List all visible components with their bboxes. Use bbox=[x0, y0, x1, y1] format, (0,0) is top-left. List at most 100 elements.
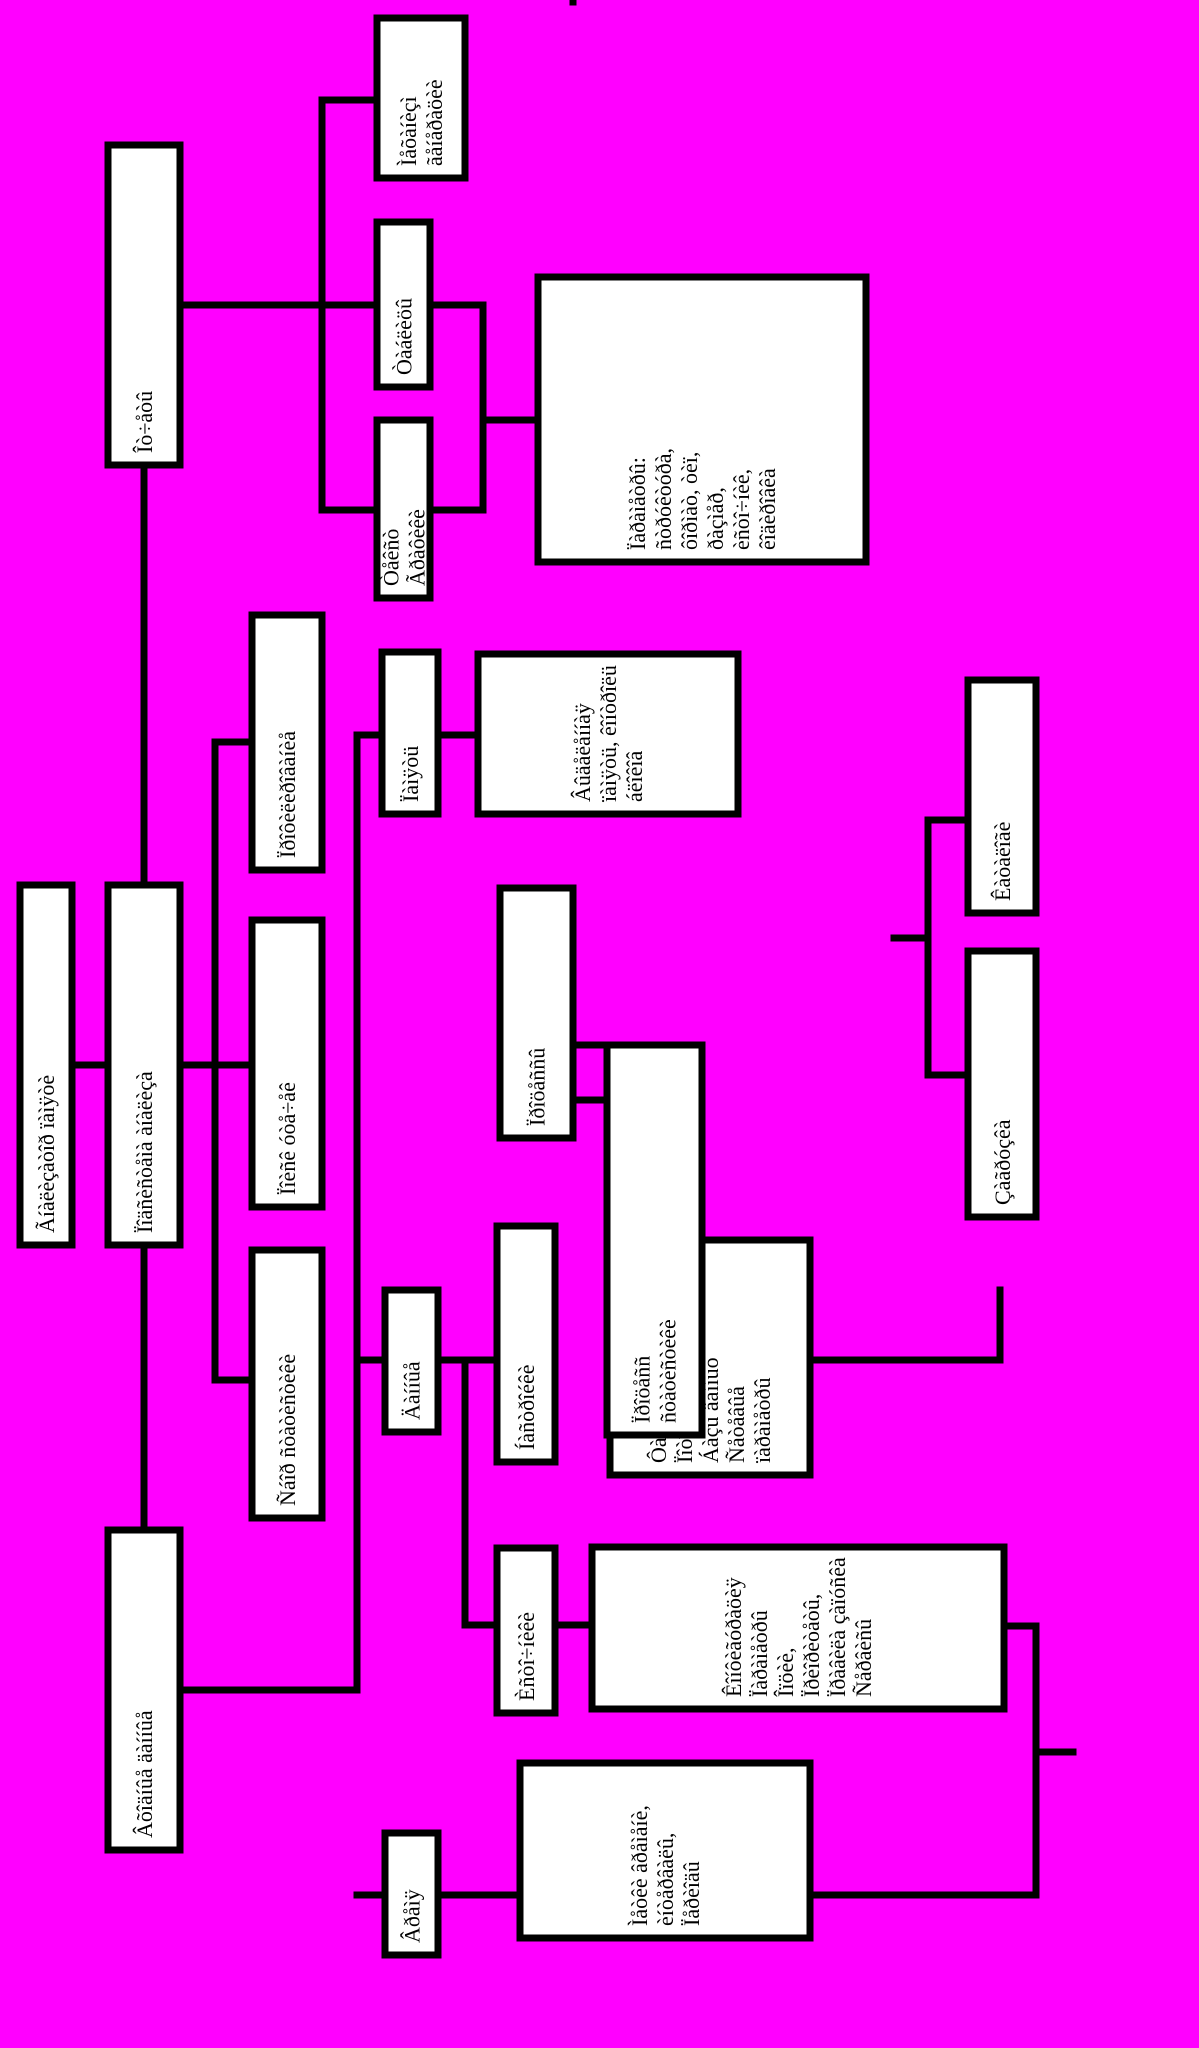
node-label-line: Ñáîð ñòàòèñòèêè bbox=[275, 1354, 300, 1506]
node-box bbox=[248, 611, 326, 874]
node-label-line: Èñòî÷íèêè bbox=[514, 1612, 539, 1701]
node-label-line: Ïðàâèëà çàïóñêà bbox=[825, 1557, 850, 1697]
node-box bbox=[516, 1759, 814, 1942]
node-label: Ïàìÿòü bbox=[398, 746, 423, 802]
node-label: Âõîäíûå äàííûå bbox=[132, 1710, 157, 1838]
node-label-line: Ïðîöåññû bbox=[525, 1048, 550, 1126]
node-label-line: Ïàìÿòü bbox=[398, 746, 423, 802]
node-box bbox=[588, 1543, 1008, 1713]
node-label-line: Äàííûå bbox=[400, 1361, 425, 1420]
node-label-line: Ãíàëèçàòîð ïàìÿòè bbox=[34, 1075, 59, 1233]
node-label-line: ôîðìàò, òèï, bbox=[677, 452, 702, 550]
node-input-proc-a[interactable]: Çàãðóçêà bbox=[964, 947, 1040, 1221]
node-label-line: Íàñòðîéêè bbox=[514, 1365, 539, 1451]
node-input-data[interactable]: Äàííûå bbox=[381, 1286, 442, 1436]
node-input-cfg[interactable]: Íàñòðîéêè bbox=[493, 1222, 559, 1466]
node-label: ÒåêñòÃðàôèêè bbox=[379, 509, 430, 586]
node-input-src[interactable]: Èñòî÷íèêè bbox=[493, 1544, 559, 1717]
node-label-line: Ïàðàìåòðû bbox=[747, 1610, 772, 1697]
node-label-line: áëîêîâ bbox=[622, 750, 647, 802]
node-label-line: êîäèðîâêà bbox=[755, 468, 780, 550]
connector-line-4 bbox=[175, 96, 381, 514]
connector-line-6 bbox=[175, 731, 389, 1899]
node-label-line: Òåêñò bbox=[379, 529, 404, 586]
connector-line-5 bbox=[426, 301, 542, 514]
node-label-line: ïàðàìåòðû bbox=[750, 1377, 775, 1464]
node-label-line: Ïðîöåññ bbox=[630, 1356, 655, 1423]
node-label: Ãíàëèçàòîð ïàìÿòè bbox=[34, 1075, 59, 1233]
node-box bbox=[104, 881, 184, 1249]
node-label: Çàãðóçêà bbox=[990, 1119, 1015, 1205]
node-label: Ìåòêè âðåìåíè,èíòåðâàëû,Ïåðèîäû bbox=[627, 1805, 704, 1926]
node-input-proc-b[interactable]: Êàòàëîãè bbox=[964, 676, 1040, 917]
node-output[interactable]: Îò÷åòû bbox=[104, 141, 184, 469]
node-label: Äàííûå bbox=[400, 1361, 425, 1420]
node-label-line: èíòåðâàëû, bbox=[653, 1833, 678, 1926]
node-box bbox=[104, 1526, 184, 1854]
node-out-detail[interactable]: Ïàðàìåòðû:ñòðóêòóðà,ôîðìàò, òèï,ðàçìåð,è… bbox=[534, 273, 870, 566]
node-label-line: Ãðàôèêè bbox=[405, 509, 430, 586]
node-box bbox=[603, 1041, 706, 1439]
node-label-line: Îïöèè, bbox=[773, 1648, 798, 1697]
connector-lines bbox=[70, 0, 1077, 1899]
node-label: Îò÷åòû bbox=[132, 391, 157, 453]
node-label-line: Ìåòêè âðåìåíè, bbox=[627, 1805, 652, 1926]
node-label: Ñáîð ñòàòèñòèêè bbox=[275, 1354, 300, 1506]
node-label: ÊîíôèãóðàöèÿÏàðàìåòðûÎïöèè,Ïðèîðèòåòû,Ïð… bbox=[721, 1557, 876, 1697]
node-label-line: Êàòàëîãè bbox=[990, 822, 1015, 901]
node-label-line: Ïðèîðèòåòû, bbox=[799, 1594, 824, 1697]
node-input-time-detail[interactable]: Ìåòêè âðåìåíè,èíòåðâàëû,Ïåðèîäû bbox=[516, 1759, 814, 1942]
node-label: Ïîèñê óòå÷åê bbox=[275, 1082, 300, 1195]
node-label-line: Âûäåëåííàÿ bbox=[570, 703, 595, 802]
node-label-line: Ñåðâèñû bbox=[851, 1619, 876, 1697]
node-out-text[interactable]: ÒåêñòÃðàôèêè bbox=[373, 416, 434, 602]
node-label-line: ãåíåðàöèè bbox=[422, 79, 447, 166]
node-engine[interactable]: Ïîäñèñòåìà àíàëèçà bbox=[104, 881, 184, 1249]
node-engine-b[interactable]: Ïîèñê óòå÷åê bbox=[248, 916, 326, 1211]
node-label-line: Ïîèñê óòå÷åê bbox=[275, 1082, 300, 1195]
node-box bbox=[378, 648, 442, 818]
node-label-line: èñòî÷íèê, bbox=[729, 469, 754, 550]
node-label-line: ïàìÿòü, êîíòðîëü bbox=[596, 665, 621, 803]
node-box bbox=[496, 884, 577, 1142]
node-box bbox=[248, 1246, 326, 1522]
node-box bbox=[381, 1829, 442, 1959]
node-box bbox=[964, 676, 1040, 917]
node-label: Âðåìÿ bbox=[400, 1889, 425, 1943]
node-box bbox=[474, 650, 742, 818]
connector-line-12 bbox=[806, 1622, 1077, 1899]
node-engine-c[interactable]: Ïðîôèëèðîâàíèå bbox=[248, 611, 326, 874]
node-box bbox=[534, 273, 870, 566]
node-label-line: Çàãðóçêà bbox=[990, 1119, 1015, 1205]
node-label: Ïàðàìåòðû:ñòðóêòóðà,ôîðìàò, òèï,ðàçìåð,è… bbox=[625, 448, 780, 550]
node-input-mem-detail[interactable]: Âûäåëåííàÿïàìÿòü, êîíòðîëüáëîêîâ bbox=[474, 650, 742, 818]
node-box bbox=[248, 916, 326, 1211]
connector-line-11 bbox=[569, 1041, 611, 1104]
node-label-line: Ïåðèîäû bbox=[679, 1861, 704, 1926]
node-label-line: Îò÷åòû bbox=[132, 391, 157, 453]
node-out-html[interactable]: Ìåõàíèçìãåíåðàöèè bbox=[373, 14, 469, 182]
node-label: Èñòî÷íèêè bbox=[514, 1612, 539, 1701]
node-label: Ïðîôèëèðîâàíèå bbox=[275, 731, 300, 858]
node-label-line: ñòðóêòóðà, bbox=[651, 448, 676, 550]
node-input-time[interactable]: Âðåìÿ bbox=[381, 1829, 442, 1959]
node-input-mem[interactable]: Ïàìÿòü bbox=[378, 648, 442, 818]
node-label: Ïîäñèñòåìà àíàëèçà bbox=[132, 1071, 157, 1233]
node-input-proc-detail[interactable]: Ïðîöåñññòàòèñòèêè bbox=[603, 1041, 706, 1439]
node-label: Ïðîöåññû bbox=[525, 1048, 550, 1126]
node-label: Ïðîöåñññòàòèñòèêè bbox=[630, 1319, 681, 1423]
node-box bbox=[373, 218, 434, 391]
node-label-line: Ñåòåâûå bbox=[724, 1386, 749, 1463]
node-label: Êàòàëîãè bbox=[990, 822, 1015, 901]
node-input-cfg-detail[interactable]: ÊîíôèãóðàöèÿÏàðàìåòðûÎïöèè,Ïðèîðèòåòû,Ïð… bbox=[588, 1543, 1008, 1713]
connector-line-9 bbox=[434, 1356, 504, 1629]
node-label-line: Òàáëèöû bbox=[392, 298, 417, 375]
node-out-tables[interactable]: Òàáëèöû bbox=[373, 218, 434, 391]
node-input-proc[interactable]: Ïðîöåññû bbox=[496, 884, 577, 1142]
node-root[interactable]: Ãíàëèçàòîð ïàìÿòè bbox=[16, 881, 76, 1249]
node-label-line: Êîíôèãóðàöèÿ bbox=[721, 1577, 746, 1697]
node-engine-a[interactable]: Ñáîð ñòàòèñòèêè bbox=[248, 1246, 326, 1522]
node-input[interactable]: Âõîäíûå äàííûå bbox=[104, 1526, 184, 1854]
node-box bbox=[493, 1222, 559, 1466]
